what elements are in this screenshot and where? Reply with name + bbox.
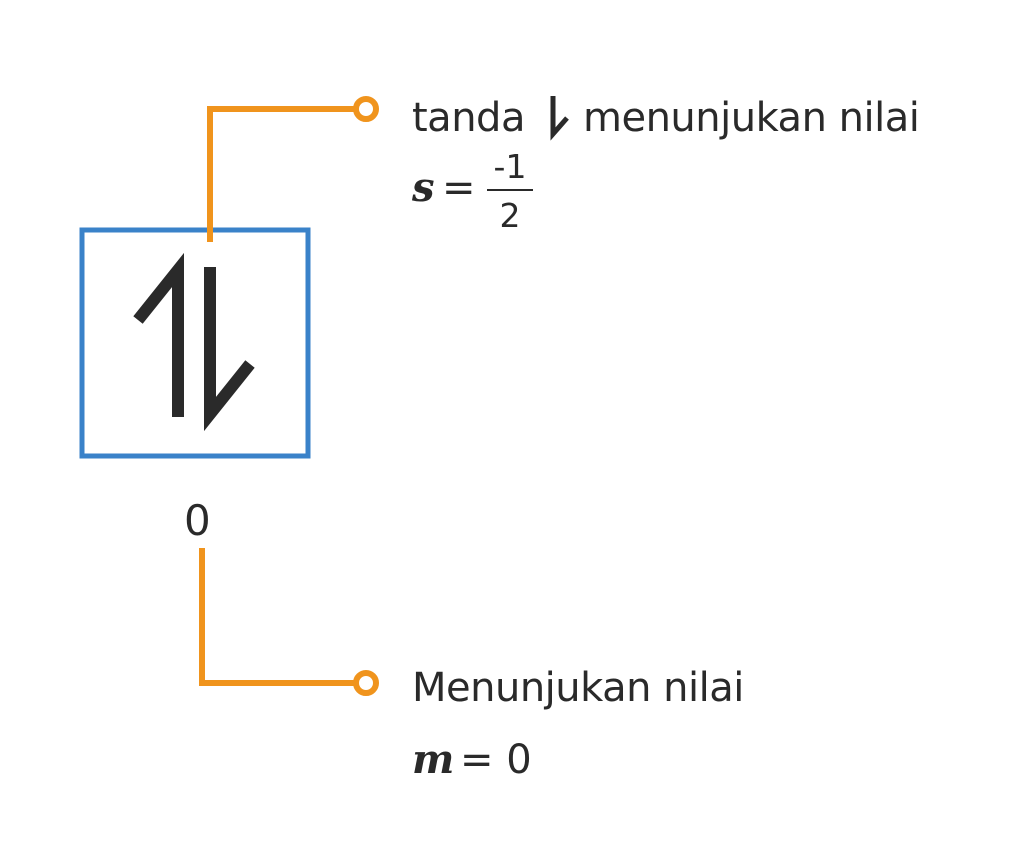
callout-dot-magnetic: [353, 670, 379, 696]
callout-line-spin: [207, 106, 365, 242]
spin-down-half-arrow-icon: [204, 267, 255, 432]
spin-numerator: -1: [493, 147, 527, 186]
fraction-bar: [487, 189, 533, 191]
magnetic-text: Menunjukan nilai: [412, 665, 744, 711]
spin-equals: =: [442, 165, 476, 211]
magnetic-variable: m: [412, 736, 455, 783]
spin-text-after: menunjukan nilai: [583, 95, 920, 141]
orbital-box: [79, 227, 311, 459]
spin-up-half-arrow-icon: [133, 252, 184, 417]
spin-denominator: 2: [499, 196, 521, 235]
spin-variable: s: [412, 164, 435, 211]
spin-fraction: -1 2: [486, 150, 534, 232]
callout-line-magnetic: [199, 548, 365, 686]
spin-text-before: tanda: [412, 95, 525, 141]
magnetic-equals: = 0: [460, 737, 532, 783]
inline-spin-down-icon: [550, 96, 569, 141]
callout-dot-spin: [353, 96, 379, 122]
magnetic-value-label: 0: [184, 496, 211, 545]
